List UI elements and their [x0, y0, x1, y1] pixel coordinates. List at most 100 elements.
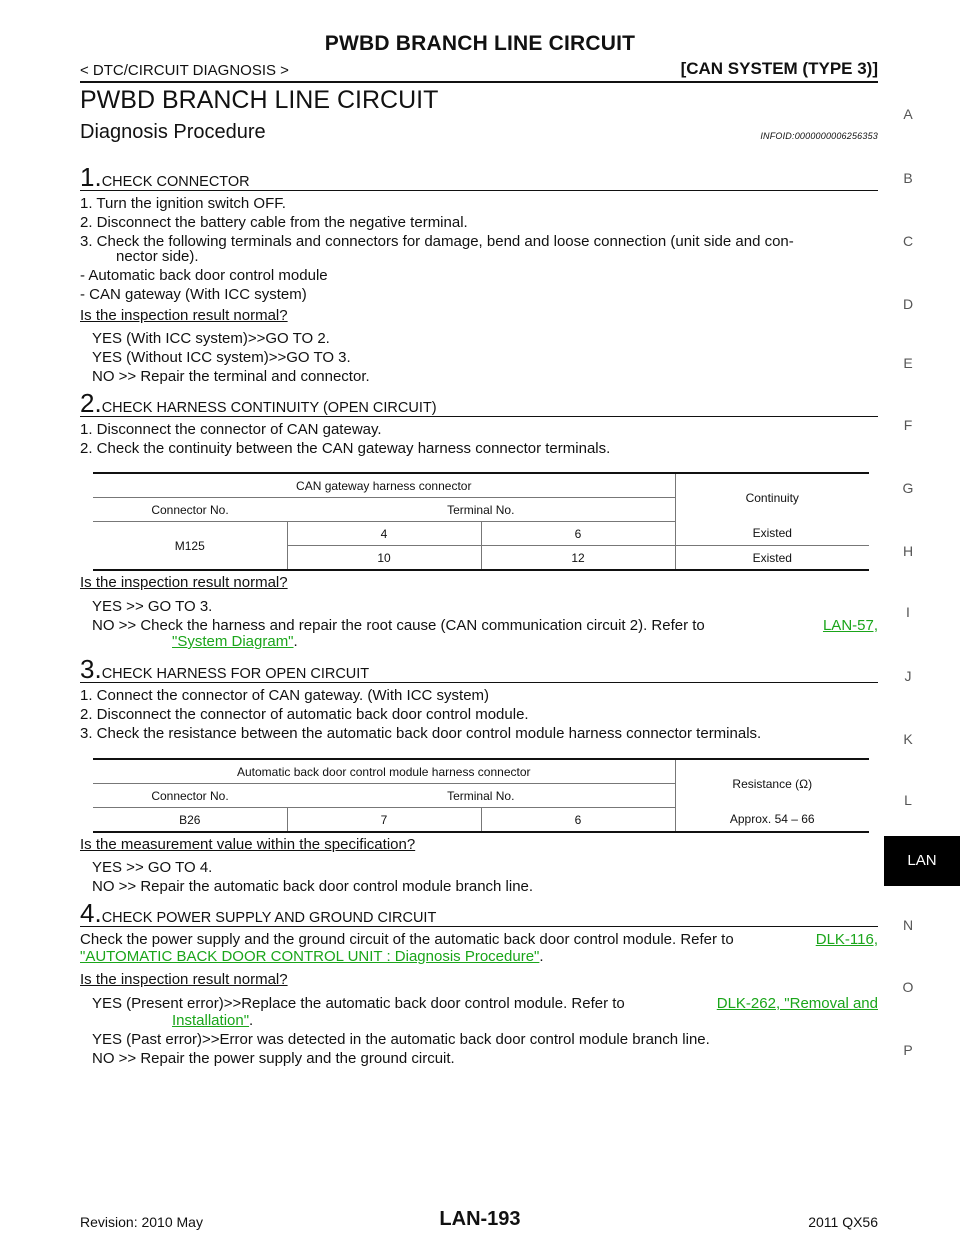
step-1-item: - Automatic back door control module — [80, 267, 328, 284]
step-1-answer: NO >> Repair the terminal and connector. — [92, 368, 370, 385]
step-4-answer: YES (Present error)>>Replace the automat… — [92, 994, 878, 1013]
step-2-answer: NO >> Check the harness and repair the r… — [92, 616, 878, 635]
step-4-answer-text: YES (Present error)>>Replace the automat… — [92, 995, 625, 1012]
revision: Revision: 2010 May — [80, 1214, 203, 1230]
continuity-table: CAN gateway harness connector Continuity… — [93, 472, 869, 571]
side-index-c[interactable]: C — [902, 233, 914, 249]
step-1-item: 3. Check the following terminals and con… — [80, 233, 794, 250]
step-4-question: Is the inspection result normal? — [80, 971, 288, 988]
step-3-item: 1. Connect the connector of CAN gateway.… — [80, 687, 490, 704]
step-2-heading: 2.CHECK HARNESS CONTINUITY (OPEN CIRCUIT… — [80, 390, 878, 417]
ref-end: . — [293, 633, 298, 650]
table-cell: 10 — [286, 545, 481, 571]
side-index-d[interactable]: D — [902, 296, 914, 312]
ref-link-installation[interactable]: Installation" — [172, 1012, 250, 1029]
side-index-n[interactable]: N — [902, 917, 914, 933]
step-1-number: 1. — [80, 162, 102, 192]
side-index-h[interactable]: H — [902, 543, 914, 559]
step-2-question: Is the inspection result normal? — [80, 574, 288, 591]
ref-link-lan-57[interactable]: LAN-57, — [822, 617, 878, 634]
side-index-k[interactable]: K — [903, 731, 913, 747]
side-index-a[interactable]: A — [903, 106, 913, 122]
breadcrumb: < DTC/CIRCUIT DIAGNOSIS > — [80, 62, 289, 79]
step-4-title: CHECK POWER SUPPLY AND GROUND CIRCUIT — [101, 910, 437, 926]
ref-link-system-diagram[interactable]: "System Diagram" — [172, 633, 294, 650]
step-4-text-body: Check the power supply and the ground ci… — [80, 931, 734, 948]
step-1-item: 1. Turn the ignition switch OFF. — [80, 195, 286, 212]
step-1-title: CHECK CONNECTOR — [101, 174, 250, 190]
table-cell: 7 — [286, 807, 481, 833]
side-index-e[interactable]: E — [903, 355, 913, 371]
step-1-question: Is the inspection result normal? — [80, 307, 288, 324]
side-index-lan-tab[interactable]: LAN — [884, 836, 960, 886]
ref-link-dlk-116[interactable]: DLK-116, — [815, 931, 878, 948]
ref-link-diagnosis-procedure[interactable]: "AUTOMATIC BACK DOOR CONTROL UNIT : Diag… — [80, 948, 540, 965]
step-1-item: nector side). — [116, 248, 199, 265]
step-3-answer: NO >> Repair the automatic back door con… — [92, 878, 534, 895]
table-cell: B26 — [93, 807, 287, 833]
table-cell: 6 — [480, 521, 675, 546]
step-3-item: 2. Disconnect the connector of automatic… — [80, 706, 529, 723]
table-connector-cell: M125 — [93, 521, 287, 571]
step-3-title: CHECK HARNESS FOR OPEN CIRCUIT — [101, 666, 370, 682]
step-3-number: 3. — [80, 654, 102, 684]
step-4-answer: NO >> Repair the power supply and the gr… — [92, 1050, 455, 1067]
step-1-heading: 1.CHECK CONNECTOR — [80, 164, 878, 191]
side-index-b[interactable]: B — [903, 170, 913, 186]
side-index-p[interactable]: P — [903, 1042, 913, 1058]
table-cell: 12 — [480, 545, 675, 571]
system-label: [CAN SYSTEM (TYPE 3)] — [680, 59, 878, 78]
step-2-item: 1. Disconnect the connector of CAN gatew… — [80, 421, 382, 438]
step-2-ref: "System Diagram". — [172, 632, 298, 651]
step-2-number: 2. — [80, 388, 102, 418]
step-4-heading: 4.CHECK POWER SUPPLY AND GROUND CIRCUIT — [80, 900, 878, 927]
table-cell: Approx. 54 – 66 — [674, 807, 869, 833]
table-group-header: CAN gateway harness connector — [93, 472, 675, 498]
header-title: PWBD BRANCH LINE CIRCUIT — [324, 32, 636, 55]
step-1-answer: YES (With ICC system)>>GO TO 2. — [92, 330, 330, 347]
table-cell: 4 — [286, 521, 481, 546]
step-4-ref: "AUTOMATIC BACK DOOR CONTROL UNIT : Diag… — [80, 947, 544, 966]
step-1-answer: YES (Without ICC system)>>GO TO 3. — [92, 349, 351, 366]
table-cell: Existed — [674, 521, 869, 546]
model: 2011 QX56 — [808, 1214, 878, 1230]
table-col-terminal: Terminal No. — [287, 497, 675, 522]
table-cell: Existed — [674, 545, 869, 571]
table-col-connector: Connector No. — [93, 497, 287, 522]
section-title: Diagnosis Procedure — [80, 121, 266, 143]
step-3-heading: 3.CHECK HARNESS FOR OPEN CIRCUIT — [80, 656, 878, 683]
step-3-answer: YES >> GO TO 4. — [92, 859, 213, 876]
page-number: LAN-193 — [439, 1208, 521, 1230]
step-4-text: Check the power supply and the ground ci… — [80, 930, 878, 949]
step-2-answer: YES >> GO TO 3. — [92, 598, 213, 615]
info-id: INFOID:0000000006256353 — [760, 131, 878, 141]
step-3-question: Is the measurement value within the spec… — [80, 836, 416, 853]
header-rule — [80, 81, 878, 83]
table-cell: 6 — [480, 807, 675, 833]
side-index-l[interactable]: L — [904, 792, 912, 808]
step-4-answer: YES (Past error)>>Error was detected in … — [92, 1031, 710, 1048]
step-3-item: 3. Check the resistance between the auto… — [80, 725, 762, 742]
step-1-item: 2. Disconnect the battery cable from the… — [80, 214, 468, 231]
table-group-header: Automatic back door control module harne… — [93, 758, 675, 784]
side-index-g[interactable]: G — [902, 480, 914, 496]
ref-end: . — [539, 948, 544, 965]
step-4-answer-ref: Installation". — [172, 1011, 253, 1030]
side-index-j[interactable]: J — [904, 668, 912, 684]
ref-end: . — [249, 1012, 254, 1029]
side-index-f[interactable]: F — [903, 417, 913, 433]
table-result-header: Continuity — [674, 472, 869, 522]
table-result-header: Resistance (Ω) — [674, 758, 869, 808]
side-index-o[interactable]: O — [902, 979, 914, 995]
ref-link-dlk-262[interactable]: DLK-262, "Removal and — [716, 995, 878, 1012]
page-title: PWBD BRANCH LINE CIRCUIT — [80, 86, 439, 114]
step-2-answer-text: NO >> Check the harness and repair the r… — [92, 617, 705, 634]
step-1-item: - CAN gateway (With ICC system) — [80, 286, 307, 303]
step-2-title: CHECK HARNESS CONTINUITY (OPEN CIRCUIT) — [101, 400, 437, 416]
table-col-terminal: Terminal No. — [287, 783, 675, 808]
step-4-number: 4. — [80, 898, 102, 928]
side-index-i[interactable]: I — [906, 604, 910, 620]
resistance-table: Automatic back door control module harne… — [93, 758, 869, 833]
step-2-item: 2. Check the continuity between the CAN … — [80, 440, 611, 457]
table-col-connector: Connector No. — [93, 783, 287, 808]
